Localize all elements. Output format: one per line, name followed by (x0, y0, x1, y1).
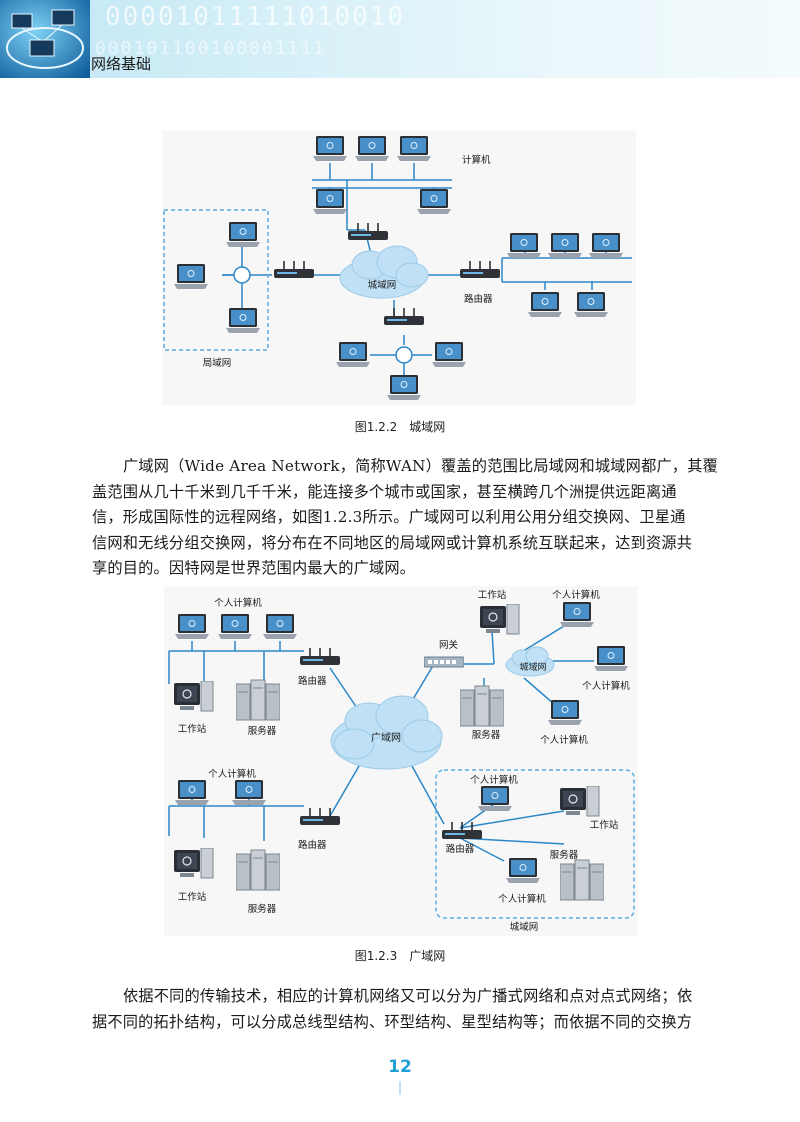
pc-label: 个人计算机 (214, 597, 262, 609)
paragraph-line: 信网和无线分组交换网，将分布在不同地区的局域网或计算机系统互联起来，达到资源共 (92, 533, 693, 552)
wan-diagram: 个人计算机 路由器 工作站 服务器 广域网 网关 工作站 个人计算机 城域网 个… (168, 589, 635, 933)
server-label: 服务器 (248, 725, 277, 737)
paragraph-line: 信，形成国际性的远程网络，如图1.2.3所示。广域网可以利用公用分组交换网、卫星… (92, 508, 686, 526)
paragraph-line: 享的目的。因特网是世界范围内最大的广域网。 (92, 559, 416, 577)
pc-label: 个人计算机 (552, 589, 600, 601)
lan-label: 局域网 (203, 357, 232, 369)
pc-label: 个人计算机 (498, 893, 546, 905)
router-label: 路由器 (298, 839, 327, 851)
pc-label: 个人计算机 (540, 734, 588, 746)
figure-2-caption: 图1.2.3 广域网 (354, 949, 446, 963)
chapter-title: 网络基础 (91, 55, 152, 73)
paragraph-wan: 广域网（Wide Area Network，简称WAN）覆盖的范围比局域网和城域… (92, 454, 719, 582)
workstation-label: 工作站 (178, 723, 207, 735)
metro-label: 城域网 (510, 921, 539, 933)
computers-label: 计算机 (462, 154, 491, 166)
server-label: 服务器 (472, 729, 501, 741)
gateway-label: 网关 (439, 639, 459, 651)
figure-metro-network: 城域网 路由器 局域网 计算机 (162, 130, 636, 405)
header-binary-decoration: 00001011111010010 (105, 2, 406, 32)
pc-label: 个人计算机 (208, 768, 256, 780)
paragraph-line: 据不同的拓扑结构，可以分成总线型结构、环型结构、星型结构等；而依据不同的交换方 (92, 1012, 693, 1031)
server-label: 服务器 (550, 849, 579, 861)
workstation-label: 工作站 (178, 891, 207, 903)
paragraph-line: 盖范围从几十千米到几千千米，能连接多个城市或国家，甚至横跨几个洲提供远距离通 (92, 482, 677, 501)
page-number-tick (399, 1081, 401, 1095)
figure-wan: 个人计算机 路由器 工作站 服务器 广域网 网关 工作站 个人计算机 城域网 个… (164, 586, 638, 936)
pc-label: 个人计算机 (470, 774, 518, 786)
workstation-label: 工作站 (590, 819, 619, 831)
figure-1-caption: 图1.2.2 城域网 (354, 420, 446, 434)
workstation-label: 工作站 (478, 589, 507, 601)
paragraph-line: 依据不同的传输技术，相应的计算机网络又可以分为广播式网络和点对点式网络；依 (123, 987, 693, 1005)
paragraph-line: 广域网（Wide Area Network，简称WAN）覆盖的范围比局域网和城域… (123, 457, 719, 475)
paragraph-classification: 依据不同的传输技术，相应的计算机网络又可以分为广播式网络和点对点式网络；依 据不… (92, 984, 712, 1035)
wan-cloud-label: 广域网 (371, 731, 401, 744)
metro-network-diagram: 城域网 路由器 局域网 计算机 (163, 136, 632, 401)
page-header: 00001011111010010 000101100100001111 网络基… (0, 0, 800, 78)
router-label: 路由器 (298, 675, 327, 687)
router-label: 路由器 (446, 843, 475, 855)
server-label: 服务器 (248, 903, 277, 915)
pc-label: 个人计算机 (582, 680, 630, 692)
metro-cloud-label: 城域网 (368, 279, 397, 291)
header-binary-decoration-2: 000101100100001111 (95, 38, 327, 59)
page-number: 12 (388, 1057, 412, 1077)
metro-label: 城域网 (519, 661, 546, 673)
router-label: 路由器 (464, 293, 493, 305)
network-illustration-icon (0, 0, 90, 78)
